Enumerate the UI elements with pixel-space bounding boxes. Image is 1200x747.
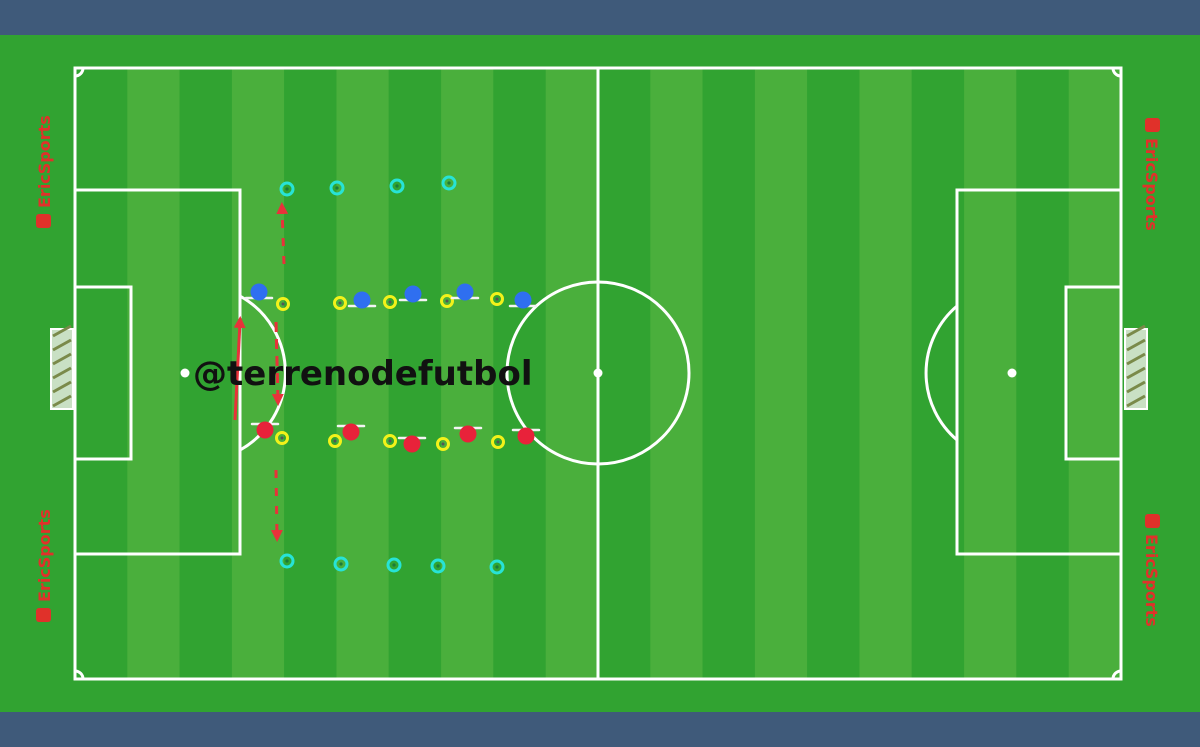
cone-marker	[436, 437, 450, 451]
brand-logo-icon	[1145, 514, 1160, 528]
disc-marker	[489, 559, 505, 575]
player-marker	[397, 435, 427, 453]
corner-arc-tl	[74, 67, 85, 78]
disc-marker	[279, 553, 295, 569]
center-circle	[505, 280, 691, 466]
cone-marker	[383, 295, 397, 309]
grass-stripe	[336, 68, 389, 679]
brand-logo: EricSports	[35, 115, 54, 228]
right-goal	[1124, 324, 1148, 410]
grass-stripe	[598, 68, 651, 679]
disc-marker	[430, 558, 446, 574]
grass-stripe	[650, 68, 703, 679]
cone-marker	[275, 431, 289, 445]
cone-marker	[328, 434, 342, 448]
corner-arc-bl	[74, 669, 85, 680]
top-band	[0, 0, 1200, 35]
cone-marker	[440, 294, 454, 308]
player-marker	[508, 291, 538, 309]
grass-stripe	[284, 68, 337, 679]
brand-label: EricSports	[1142, 138, 1161, 231]
player-marker	[453, 425, 483, 443]
player-marker	[336, 423, 366, 441]
cone-marker	[490, 292, 504, 306]
brand-label: EricSports	[1142, 534, 1161, 627]
player-marker	[398, 285, 428, 303]
brand-logo-icon	[36, 214, 51, 228]
brand-logo: EricSports	[1142, 118, 1161, 231]
disc-marker	[389, 178, 405, 194]
player-marker	[511, 427, 541, 445]
left-goal	[50, 324, 74, 410]
cone-marker	[333, 296, 347, 310]
player-marker	[450, 283, 480, 301]
disc-marker	[329, 180, 345, 196]
watermark-text: @terrenodefutbol	[193, 354, 532, 394]
corner-arc-tr	[1111, 67, 1122, 78]
brand-label: EricSports	[35, 509, 54, 602]
cone-marker	[491, 435, 505, 449]
grass-stripe	[702, 68, 755, 679]
brand-label: EricSports	[35, 115, 54, 208]
solid-arrow	[233, 316, 246, 421]
bottom-band	[0, 712, 1200, 747]
right-penalty-arc	[924, 304, 958, 442]
brand-logo: EricSports	[1142, 514, 1161, 627]
player-marker	[244, 283, 274, 301]
cone-marker	[276, 297, 290, 311]
grass-stripe	[807, 68, 860, 679]
brand-logo-icon	[36, 608, 51, 622]
disc-marker	[441, 175, 457, 191]
brand-logo: EricSports	[35, 509, 54, 622]
disc-marker	[386, 557, 402, 573]
grass-stripe	[75, 68, 128, 679]
grass-stripe	[1016, 68, 1069, 679]
disc-marker	[333, 556, 349, 572]
grass-stripe	[493, 68, 546, 679]
grass-stripe	[441, 68, 494, 679]
grass-stripe	[1068, 68, 1121, 679]
grass-stripe	[545, 68, 598, 679]
right-penalty-spot	[1007, 368, 1017, 378]
left-goal-box	[73, 285, 133, 461]
disc-marker	[279, 181, 295, 197]
center-spot	[593, 368, 603, 378]
player-marker	[250, 421, 280, 439]
brand-logo-icon	[1145, 118, 1160, 132]
drill-markers	[244, 175, 541, 575]
movement-arrows	[233, 202, 289, 542]
dashed-arrow	[270, 469, 283, 542]
grass-stripe	[859, 68, 912, 679]
cone-marker	[383, 434, 397, 448]
pitch-lines	[73, 66, 1123, 681]
grass-stripe	[754, 68, 808, 679]
corner-arc-br	[1111, 669, 1122, 680]
player-marker	[347, 291, 377, 309]
right-goal-box	[1064, 285, 1123, 461]
dashed-arrow	[271, 321, 284, 406]
left-penalty-spot	[180, 368, 190, 378]
grass-stripe	[388, 68, 442, 679]
grass-stripe	[911, 68, 965, 679]
grass-stripe	[127, 68, 180, 679]
